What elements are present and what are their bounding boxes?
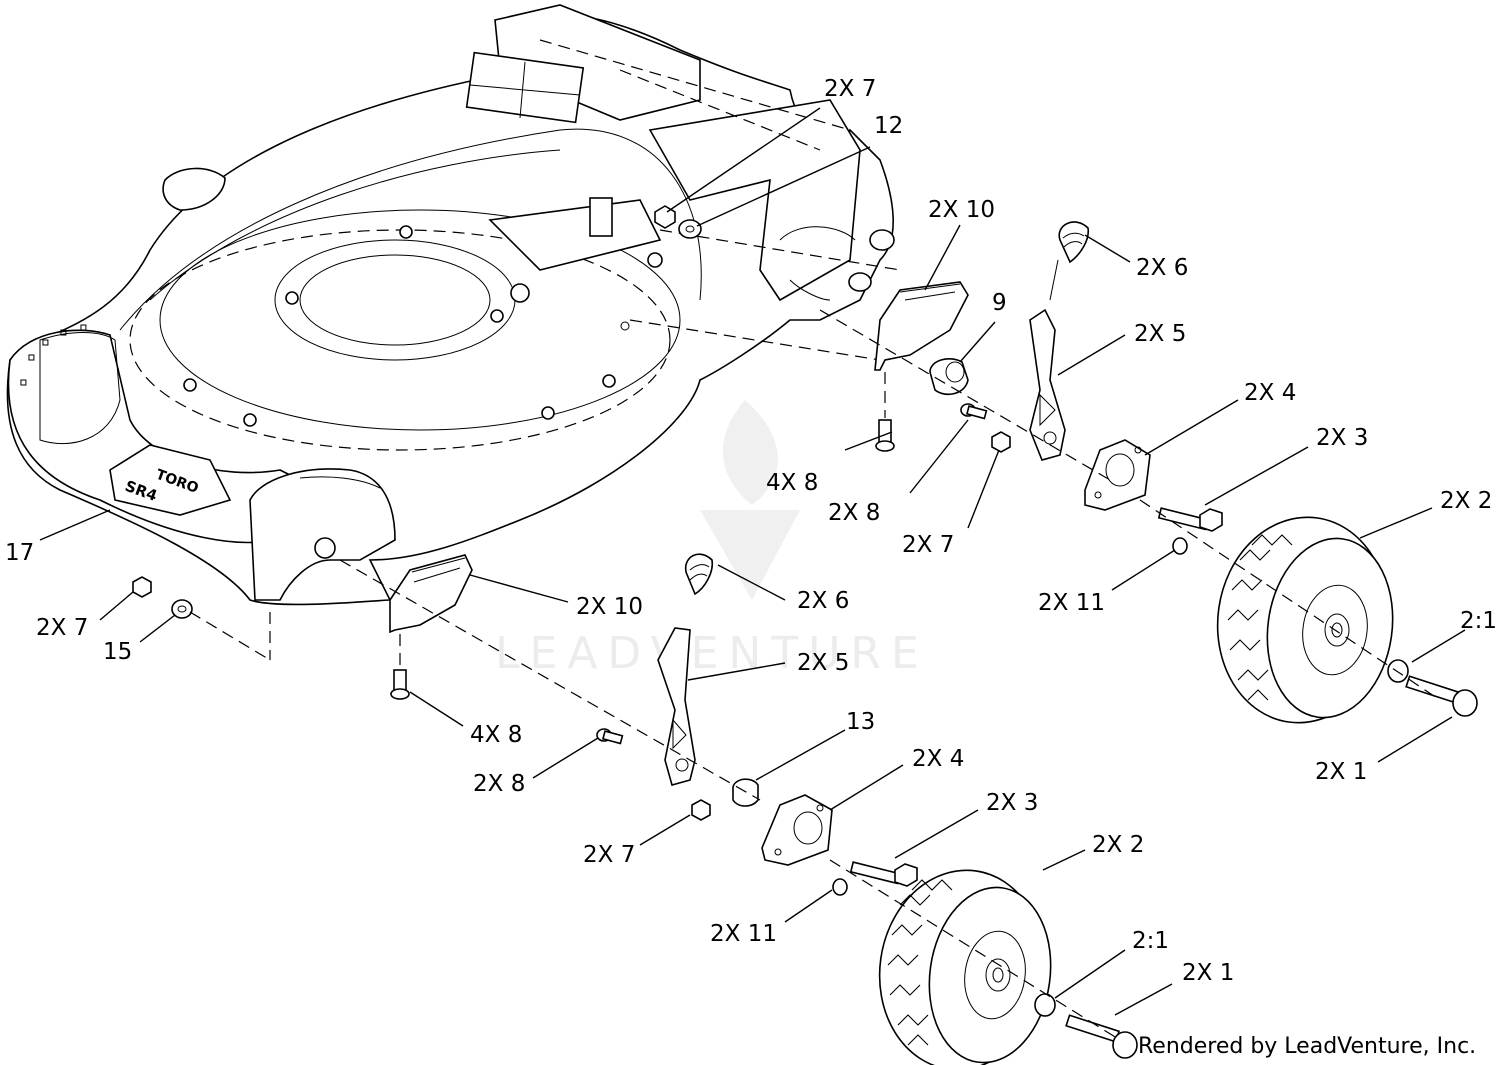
callout-label: 2:1 bbox=[1460, 608, 1497, 634]
callout-label: 2X 8 bbox=[828, 500, 880, 526]
callout-label: 2X 3 bbox=[986, 790, 1038, 816]
svg-text:▪: ▪ bbox=[20, 377, 27, 388]
svg-text:▪: ▪ bbox=[42, 337, 49, 348]
part-1-wheel-bolt-rear bbox=[1387, 659, 1478, 717]
render-credit: Rendered by LeadVenture, Inc. bbox=[1138, 1034, 1476, 1059]
callout-label: 12 bbox=[874, 113, 903, 139]
callout-label: 2X 7 bbox=[824, 76, 876, 102]
callout-label: 2X 3 bbox=[1316, 425, 1368, 451]
callout-label: 2X 1 bbox=[1315, 759, 1367, 785]
callout-label: 2X 7 bbox=[902, 532, 954, 558]
deck-bolt-holes bbox=[183, 225, 663, 427]
part-7-nut-rear-a bbox=[654, 205, 676, 229]
part-3-axle-bolt-front bbox=[849, 861, 918, 887]
part-7-nut-front-left bbox=[132, 576, 152, 598]
part-2-wheel-front bbox=[878, 869, 1052, 1065]
callout-label: 2X 4 bbox=[1244, 380, 1296, 406]
part-11-washer-rear bbox=[1172, 537, 1188, 555]
deck-bowl-outline bbox=[159, 209, 681, 431]
callout-label: 2X 11 bbox=[710, 921, 777, 947]
callout-label: 2X 7 bbox=[583, 842, 635, 868]
watermark: LEADVENTURE bbox=[495, 400, 929, 679]
callout-label: 9 bbox=[992, 290, 1007, 316]
front-axle-assembly bbox=[132, 553, 1138, 1065]
callout-label: 2X 5 bbox=[797, 650, 849, 676]
callout-label: 4X 8 bbox=[766, 470, 818, 496]
callout-label: 2X 2 bbox=[1440, 488, 1492, 514]
callout-label: 2X 2 bbox=[1092, 832, 1144, 858]
callout-label: 2:1 bbox=[1132, 928, 1169, 954]
height-scale-left: ▪ ▪ ▪ ▪ ▪ bbox=[20, 322, 88, 389]
callout-label: 2X 11 bbox=[1038, 590, 1105, 616]
rear-axle-assembly bbox=[654, 205, 1478, 724]
callout-label: 2X 8 bbox=[473, 771, 525, 797]
callout-label: 13 bbox=[846, 709, 875, 735]
latch bbox=[589, 197, 613, 237]
part-3-axle-bolt-rear bbox=[1157, 507, 1223, 532]
leader-lines bbox=[39, 107, 1466, 1016]
callout-label: 2X 1 bbox=[1182, 960, 1234, 986]
part-4-wheel-hub-rear bbox=[1084, 439, 1151, 511]
callout-label: 15 bbox=[103, 639, 132, 665]
callout-label: 2X 5 bbox=[1134, 321, 1186, 347]
part-7-nut-front bbox=[691, 799, 711, 821]
part-4-wheel-hub-front bbox=[761, 794, 833, 866]
front-bumper-assembly: ▪ ▪ ▪ ▪ ▪ TORO SR4 bbox=[7, 322, 396, 601]
part-1-wheel-bolt-front bbox=[1034, 993, 1138, 1059]
callout-label: 4X 8 bbox=[470, 722, 522, 748]
part-7-nut-rear-b bbox=[991, 431, 1011, 453]
part-8-bolt-rear-small bbox=[960, 403, 988, 420]
svg-text:▪: ▪ bbox=[60, 327, 67, 338]
deck-knob bbox=[162, 167, 226, 211]
part-9-spacer bbox=[929, 358, 969, 396]
front-wheel-well bbox=[249, 468, 396, 601]
part-10-adjust-plate-rear bbox=[874, 281, 969, 371]
part-11-washer-front bbox=[832, 878, 848, 896]
part-12-washer bbox=[678, 219, 702, 239]
callout-labels: 2X 7 12 2X 10 2X 6 9 2X 5 2X 4 2X 3 4X 8… bbox=[5, 76, 1497, 986]
part-5-wheel-arm-front bbox=[657, 627, 696, 786]
callout-label: 2X 10 bbox=[576, 594, 643, 620]
rear-height-bracket bbox=[648, 99, 861, 302]
svg-text:▪: ▪ bbox=[28, 352, 35, 363]
part-13-spacer bbox=[732, 778, 759, 807]
watermark-text: LEADVENTURE bbox=[495, 628, 929, 679]
callout-label: 2X 10 bbox=[928, 197, 995, 223]
part-8-bolt-front bbox=[390, 669, 410, 700]
callout-label: 2X 6 bbox=[797, 588, 849, 614]
part-5-wheel-arm-rear bbox=[1029, 308, 1066, 461]
part-8-bolt-rear bbox=[875, 419, 895, 452]
callout-label: 2X 4 bbox=[912, 746, 964, 772]
part-10-adjust-plate-front bbox=[389, 554, 473, 634]
callout-label: 17 bbox=[5, 540, 34, 566]
callout-label: 2X 6 bbox=[1136, 255, 1188, 281]
svg-text:▪: ▪ bbox=[80, 322, 87, 333]
brand-plate bbox=[109, 444, 232, 516]
part-2-wheel-rear bbox=[1216, 516, 1394, 724]
part-15-washer bbox=[171, 599, 193, 619]
callout-label: 2X 7 bbox=[36, 615, 88, 641]
part-8-bolt-front-small bbox=[596, 728, 624, 745]
mower-deck bbox=[6, 4, 901, 606]
